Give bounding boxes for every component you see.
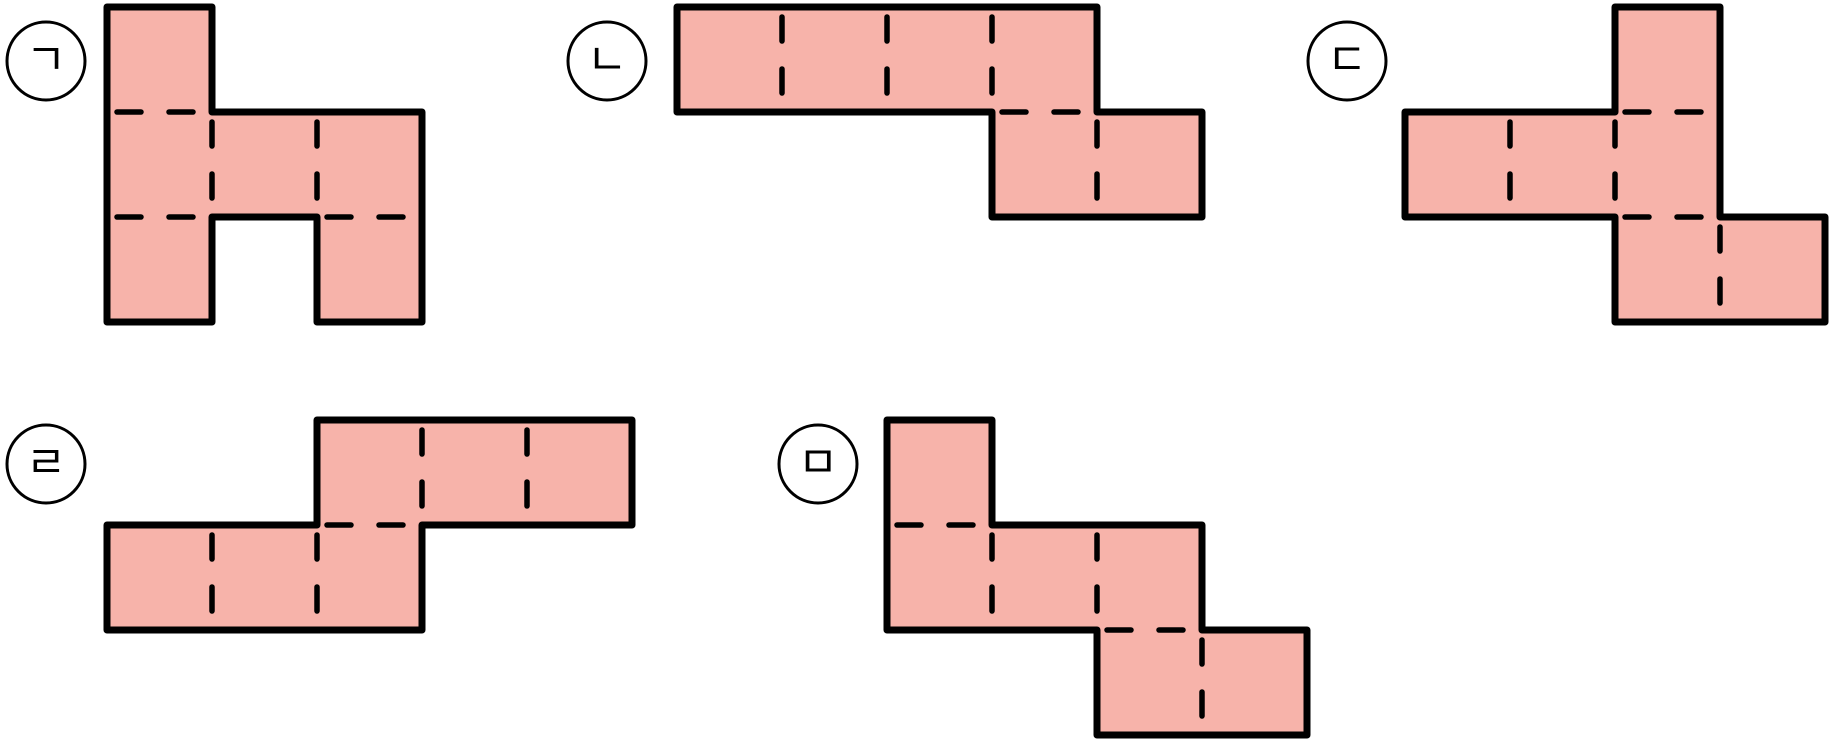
net-face [1615,7,1720,112]
net-face [1405,112,1510,217]
net-label-badge: ㄴ [566,20,648,102]
net-outline [1401,3,1829,326]
net-face [107,217,212,322]
net-outline [103,3,426,326]
net-face [992,7,1097,112]
net-face [317,112,422,217]
net-face [677,7,782,112]
net-2: ㄴ [566,3,1206,221]
net-face [527,420,632,525]
net-outline [673,3,1206,221]
net-face [212,112,317,217]
label-circle [566,20,648,102]
net-outline [103,416,636,634]
net-face [317,420,422,525]
net-label: ㄷ [1327,35,1367,86]
net-face [1097,630,1202,735]
net-face [107,525,212,630]
net-face [107,112,212,217]
net-face [1097,112,1202,217]
net-face [1615,217,1720,322]
net-label-badge: ㄷ [1306,20,1388,102]
label-circle [777,423,859,505]
net-face [317,217,422,322]
net-face [887,420,992,525]
net-face [1720,217,1825,322]
net-label-badge: ㄹ [5,423,87,505]
net-5: ㅁ [777,416,1311,739]
net-face [887,7,992,112]
net-label: ㄹ [26,438,66,489]
net-face [992,112,1097,217]
net-face [782,7,887,112]
net-face [107,7,212,112]
net-face [422,420,527,525]
net-face [887,525,992,630]
net-label-badge: ㅁ [777,423,859,505]
net-face [1510,112,1615,217]
net-3: ㄷ [1306,3,1829,326]
net-face [317,525,422,630]
net-face [992,525,1097,630]
net-face [1202,630,1307,735]
net-label-badge: ㄱ [5,20,87,102]
net-face [1615,112,1720,217]
net-outline [883,416,1311,739]
net-face [212,525,317,630]
net-4: ㄹ [5,416,636,634]
label-circle [5,20,87,102]
net-label: ㄱ [26,35,66,86]
net-face [1097,525,1202,630]
label-circle [5,423,87,505]
net-label: ㄴ [587,35,627,86]
net-label: ㅁ [798,438,838,489]
net-1: ㄱ [5,3,426,326]
label-circle [1306,20,1388,102]
